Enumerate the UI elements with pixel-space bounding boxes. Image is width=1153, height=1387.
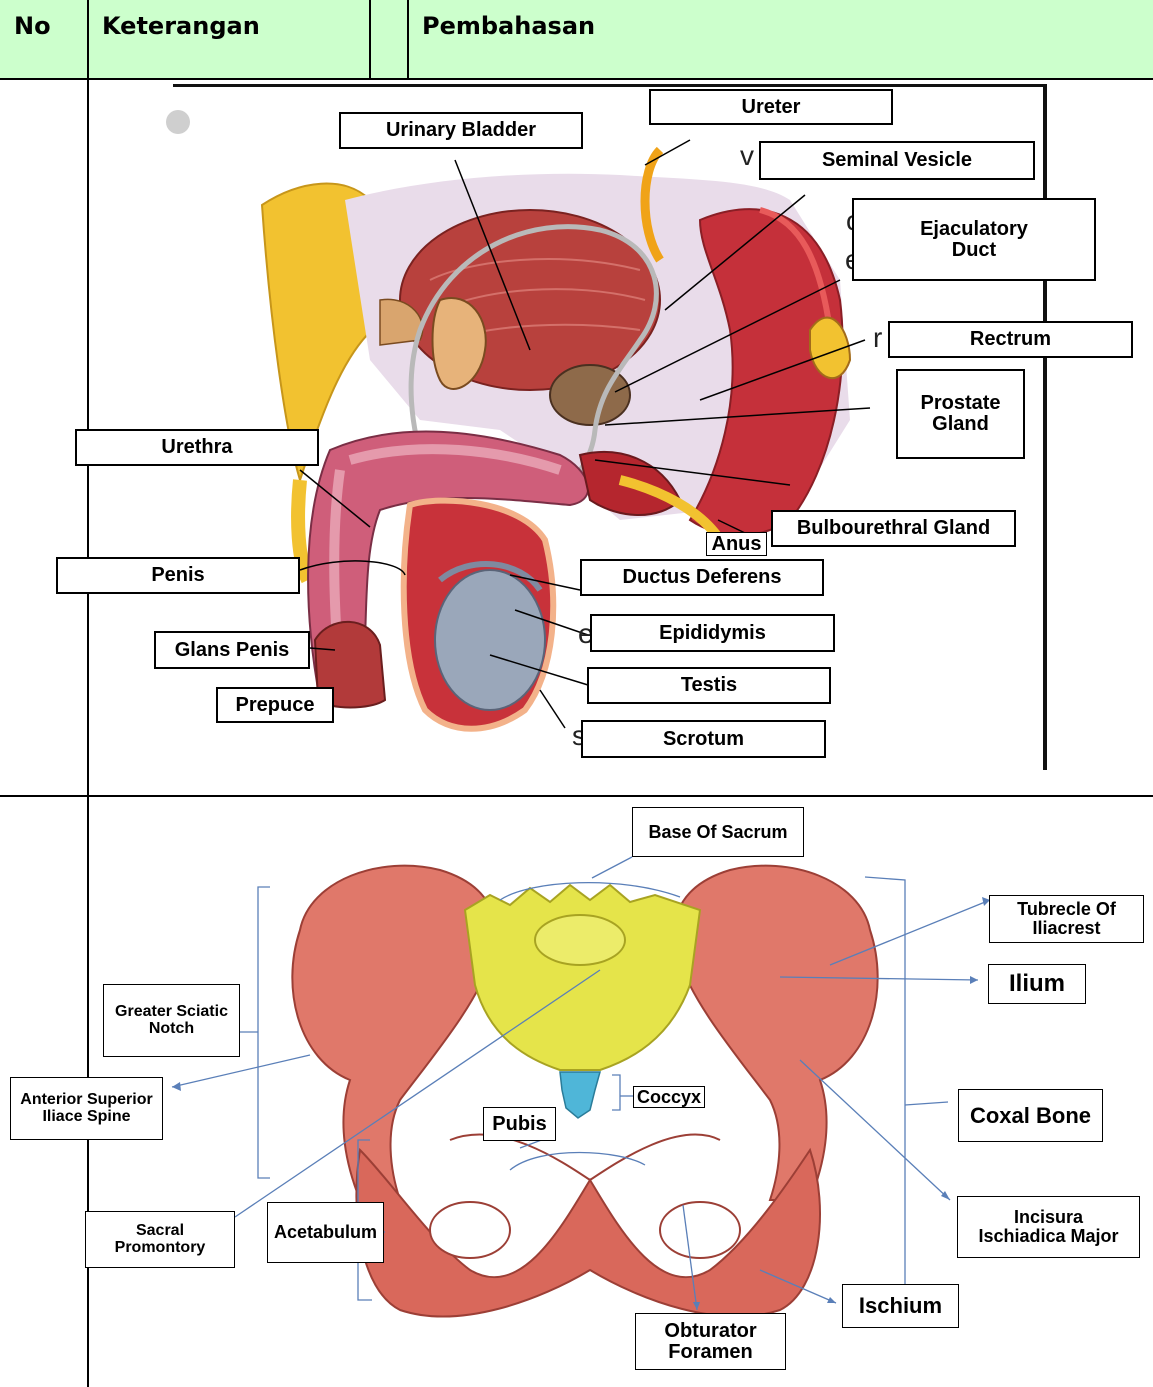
label-acetabulum: Acetabulum	[267, 1202, 384, 1263]
stray-letter: r	[873, 322, 882, 354]
label-coxal-bone: Coxal Bone	[958, 1089, 1103, 1142]
label-incisura-ischiadica-major: Incisura Ischiadica Major	[957, 1196, 1140, 1258]
label-ischium: Ischium	[842, 1284, 959, 1328]
label-penis: Penis	[56, 557, 300, 594]
label-glans-penis: Glans Penis	[154, 631, 310, 669]
label-prepuce: Prepuce	[216, 687, 334, 723]
label-prostate-gland: Prostate Gland	[896, 369, 1025, 459]
label-pubis: Pubis	[483, 1107, 556, 1141]
label-tubrecle-of-iliacrest: Tubrecle Of Iliacrest	[989, 895, 1144, 943]
label-greater-sciatic-notch: Greater Sciatic Notch	[103, 984, 240, 1057]
label-coccyx: Coccyx	[633, 1086, 705, 1108]
label-seminal-vesicle: Seminal Vesicle	[759, 141, 1035, 180]
label-ejaculatory-duct: Ejaculatory Duct	[852, 198, 1096, 281]
label-ductus-deferens: Ductus Deferens	[580, 559, 824, 596]
stray-letter: v	[740, 140, 754, 172]
label-sacral-promontory: Sacral Promontory	[85, 1211, 235, 1268]
label-anterior-superior-iliace-spine: Anterior Superior Iliace Spine	[10, 1077, 163, 1140]
label-ureter: Ureter	[649, 89, 893, 125]
label-epididymis: Epididymis	[590, 614, 835, 652]
label-anus: Anus	[706, 532, 767, 556]
label-testis: Testis	[587, 667, 831, 704]
label-ilium: Ilium	[988, 964, 1086, 1004]
label-urinary-bladder: Urinary Bladder	[339, 112, 583, 149]
label-base-of-sacrum: Base Of Sacrum	[632, 807, 804, 857]
label-obturator-foramen: Obturator Foramen	[635, 1313, 786, 1370]
label-rectrum: Rectrum	[888, 321, 1133, 358]
label-scrotum: Scrotum	[581, 720, 826, 758]
label-bulbourethral-gland: Bulbourethral Gland	[771, 510, 1016, 547]
label-urethra: Urethra	[75, 429, 319, 466]
